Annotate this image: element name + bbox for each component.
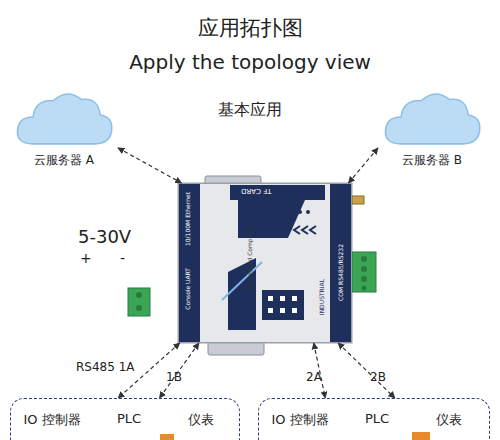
embedded-computer: TF CARD Embedded ComputerINDUSTRIAL 10/100…	[178, 183, 352, 343]
link-arrow	[349, 148, 378, 183]
brand-label: INDUSTRIAL	[319, 279, 325, 315]
device-name: PLC	[347, 411, 407, 426]
link-arrow	[118, 343, 180, 398]
port-label: 10/100M Ethernet	[185, 192, 191, 246]
link-arrow	[314, 343, 326, 398]
voltage-label: 5-30V	[78, 226, 131, 247]
cloud-server: 云服务器 A	[10, 86, 118, 172]
port-label: Console UART	[185, 268, 191, 310]
edge-label: 2A	[306, 370, 322, 384]
cloud-shape	[10, 86, 118, 148]
subtitle: Apply the topology view	[0, 50, 500, 74]
device-name: PLC	[99, 411, 159, 426]
cloud-label: 云服务器 A	[10, 152, 118, 169]
link-arrow	[338, 343, 395, 398]
cloud-server: 云服务器 B	[378, 86, 486, 172]
device-name: 仪表	[171, 411, 231, 429]
cloud-label: 云服务器 B	[378, 152, 486, 169]
field-device: 仪表	[419, 411, 479, 431]
polarity-mark: -	[120, 250, 125, 266]
link-arrow	[160, 343, 199, 398]
edge-label: 2B	[370, 370, 386, 384]
diagram-title: 应用拓扑图	[0, 14, 500, 42]
edge-label: 1B	[166, 370, 182, 384]
field-device: IO 控制器	[263, 411, 337, 431]
cloud-outline	[17, 94, 111, 144]
field-device: PLC	[347, 411, 407, 431]
port-label: COM RS485/RS232	[338, 244, 344, 301]
link-arrow	[118, 148, 181, 183]
slot-label: TF CARD	[241, 187, 271, 194]
cloud-outline	[385, 94, 479, 144]
field-device: IO 控制器	[15, 411, 89, 431]
model-label: Embedded Computer	[247, 226, 253, 290]
device-group: IO 控制器 PLC 仪表	[258, 398, 490, 440]
device-group: IO 控制器 PLC 仪表	[10, 398, 240, 440]
edge-label: RS485 1A	[76, 360, 135, 374]
device-name: IO 控制器	[15, 411, 89, 429]
device-name: IO 控制器	[263, 411, 337, 429]
field-device: 仪表	[171, 411, 231, 431]
field-device: PLC	[99, 411, 159, 431]
device-name: 仪表	[419, 411, 479, 429]
cloud-shape	[378, 86, 486, 148]
polarity-mark: +	[80, 250, 92, 266]
